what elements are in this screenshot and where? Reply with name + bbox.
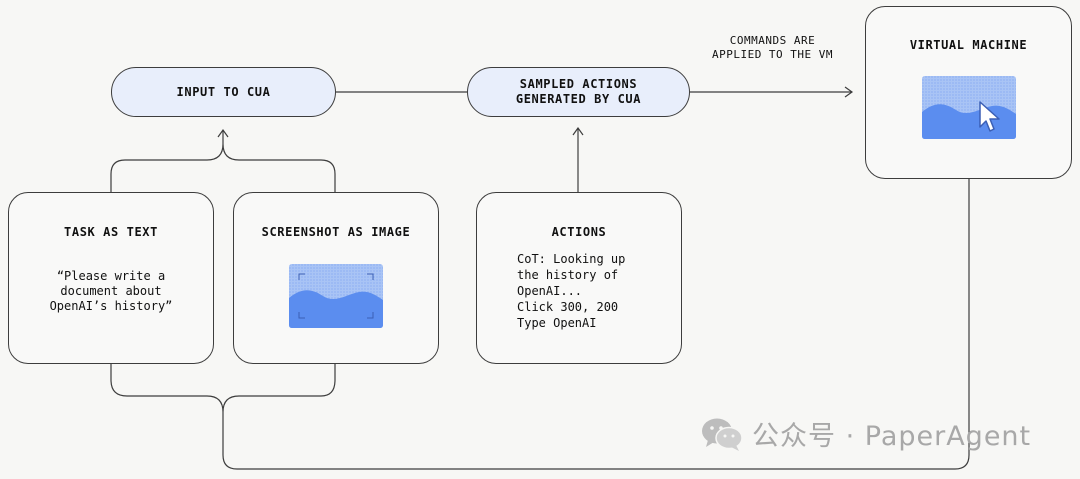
edge-label-commands-line-1: COMMANDS ARE bbox=[729, 34, 816, 47]
node-task-as-text: TASK AS TEXT “Please write a document ab… bbox=[8, 192, 214, 364]
actions-line-2: the history of bbox=[517, 268, 619, 282]
edge-label-commands: COMMANDS ARE APPLIED TO THE VM bbox=[695, 34, 850, 62]
node-actions: ACTIONS CoT: Looking up the history of O… bbox=[476, 192, 682, 364]
node-screenshot-as-image-title: SCREENSHOT AS IMAGE bbox=[261, 225, 411, 239]
edge-bracket-top bbox=[110, 130, 336, 192]
watermark-text: 公众号 · PaperAgent bbox=[752, 421, 1032, 452]
node-screenshot-as-image: SCREENSHOT AS IMAGE bbox=[233, 192, 439, 364]
actions-list: CoT: Looking up the history of OpenAI...… bbox=[517, 251, 625, 331]
arrowhead-input bbox=[217, 128, 229, 138]
actions-line-3: OpenAI... bbox=[517, 284, 583, 298]
mouse-cursor-icon bbox=[979, 101, 1000, 132]
node-sampled-actions-line-1: SAMPLED ACTIONS bbox=[519, 77, 638, 91]
task-quote: “Please write a document about OpenAI’s … bbox=[9, 269, 213, 314]
node-virtual-machine-title: VIRTUAL MACHINE bbox=[909, 38, 1028, 52]
watermark: 公众号 · PaperAgent bbox=[700, 414, 1031, 453]
arrowhead-vm bbox=[844, 86, 854, 98]
actions-line-4: Click 300, 200 bbox=[517, 300, 619, 314]
edge-bracket-bottom bbox=[110, 178, 970, 470]
node-input-to-cua: INPUT TO CUA bbox=[111, 67, 336, 117]
arrowhead-sampled bbox=[572, 126, 584, 136]
node-virtual-machine: VIRTUAL MACHINE bbox=[865, 6, 1072, 179]
task-quote-line-2: document about bbox=[60, 284, 162, 298]
node-task-as-text-title: TASK AS TEXT bbox=[64, 225, 158, 239]
image-placeholder-icon bbox=[289, 264, 383, 328]
task-quote-line-1: “Please write a bbox=[56, 269, 166, 283]
node-input-to-cua-label: INPUT TO CUA bbox=[176, 84, 271, 99]
task-quote-line-3: OpenAI’s history” bbox=[49, 299, 173, 313]
node-sampled-actions-line-2: GENERATED BY CUA bbox=[515, 92, 642, 106]
edge-label-commands-line-2: APPLIED TO THE VM bbox=[711, 48, 834, 61]
actions-line-5: Type OpenAI bbox=[517, 316, 597, 330]
node-sampled-actions: SAMPLED ACTIONS GENERATED BY CUA bbox=[467, 67, 690, 117]
wechat-logo-icon bbox=[702, 418, 743, 451]
node-actions-title: ACTIONS bbox=[551, 225, 607, 239]
actions-line-1: CoT: Looking up bbox=[517, 252, 626, 266]
